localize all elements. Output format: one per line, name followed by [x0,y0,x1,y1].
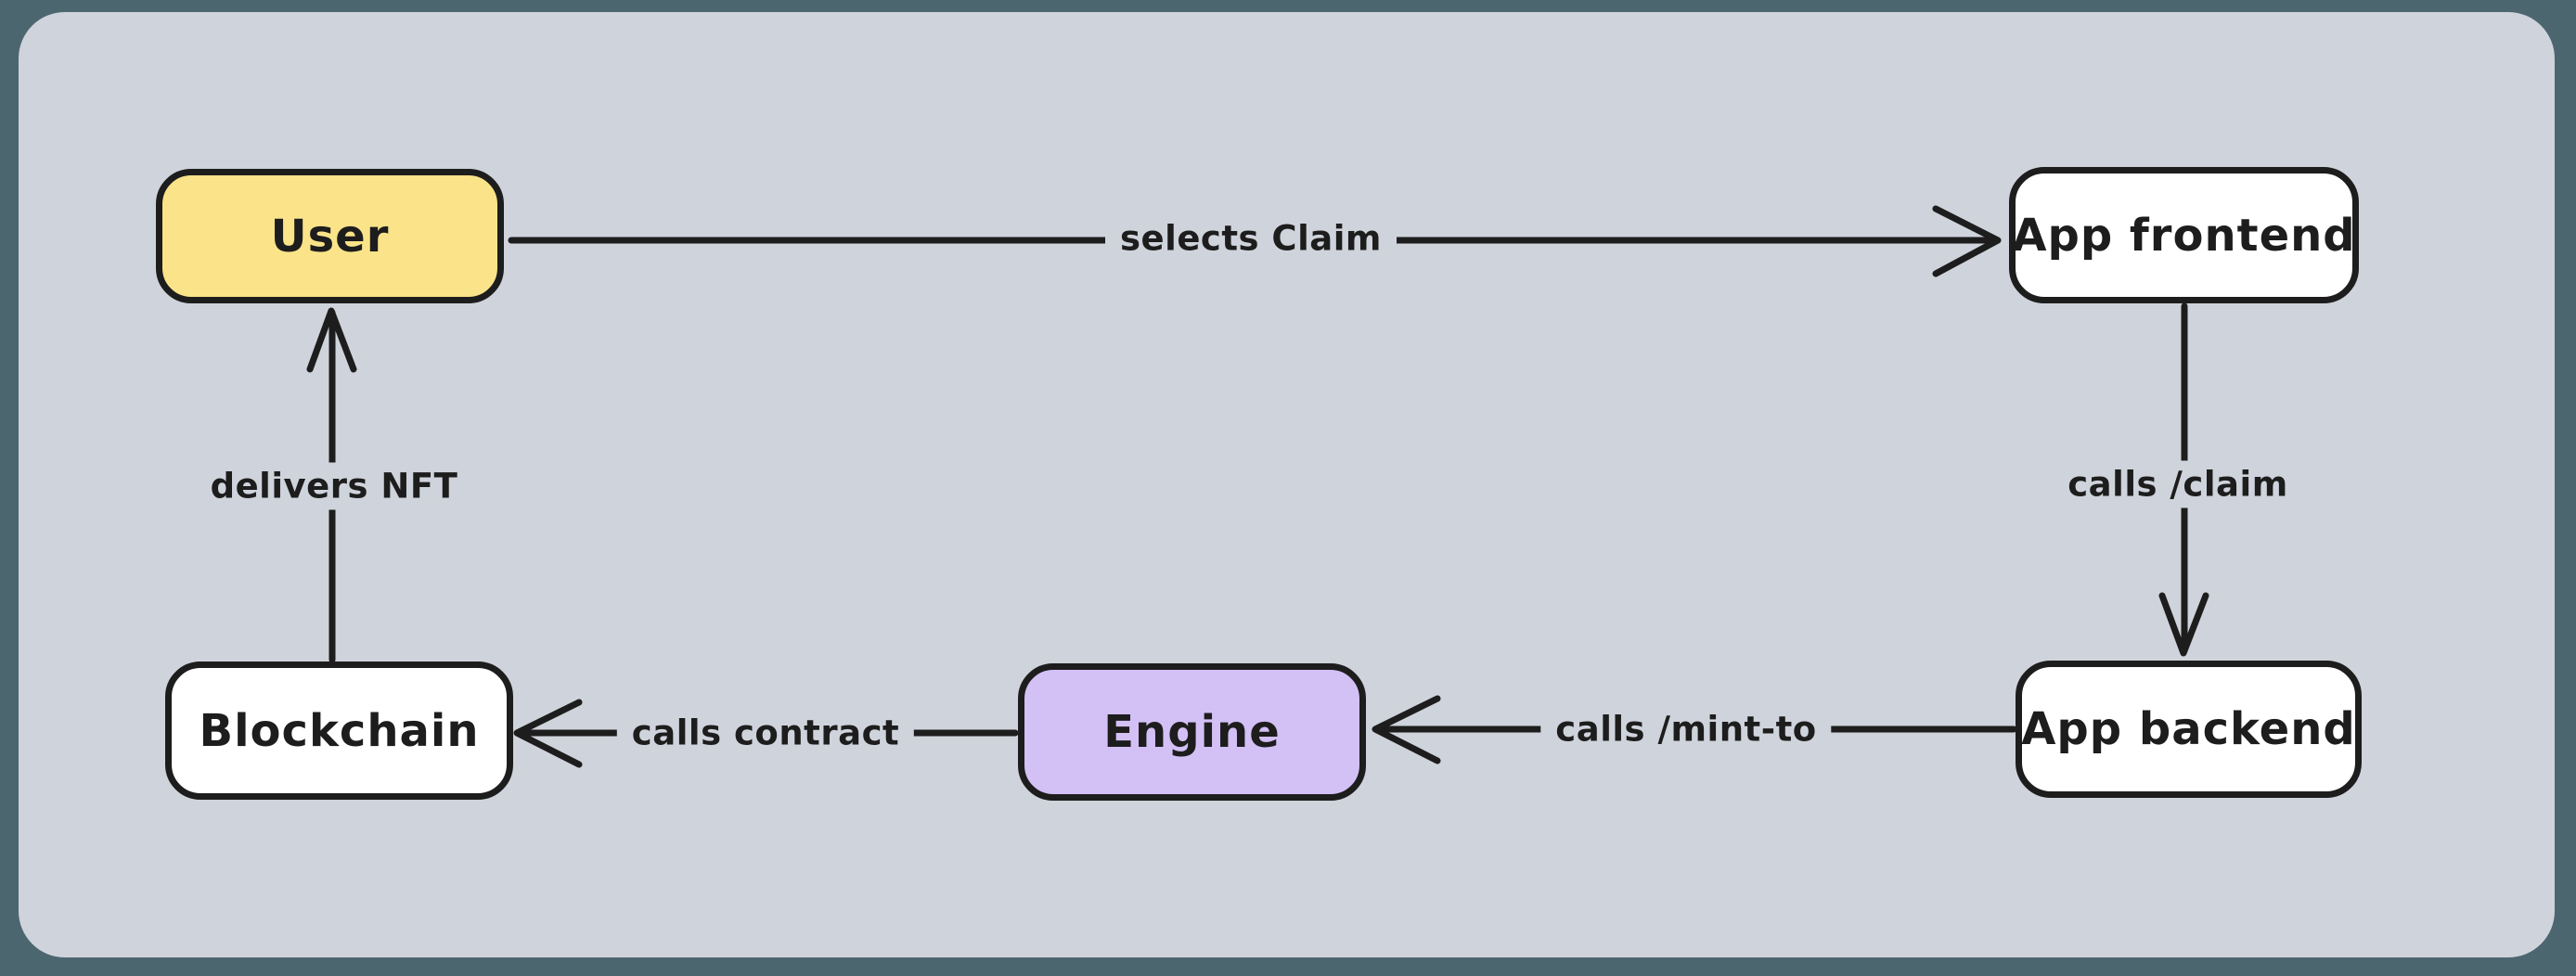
node-app-frontend-label: App frontend [2012,209,2356,262]
edge-label-calls-mint-to[interactable]: calls /mint-to [1540,705,1832,753]
edge-engine-to-blockchain-arrowhead-icon [513,699,583,768]
node-app-backend-label: App backend [2021,703,2356,755]
edge-frontend-to-backend-arrowhead-icon [2158,592,2209,657]
node-app-frontend[interactable]: App frontend [2009,167,2359,303]
edge-label-delivers-nft[interactable]: delivers NFT [195,462,473,510]
edge-label-calls-claim[interactable]: calls /claim [2053,460,2303,508]
edge-backend-to-engine-arrowhead-icon [1372,695,1441,764]
edge-blockchain-to-user-arrowhead-icon [306,307,357,373]
node-blockchain-label: Blockchain [199,704,480,757]
node-user[interactable]: User [156,169,504,303]
node-user-label: User [270,210,390,263]
edge-user-to-frontend-arrowhead-icon [1932,205,2002,277]
node-app-backend[interactable]: App backend [2016,661,2362,798]
node-blockchain[interactable]: Blockchain [165,661,513,800]
node-engine[interactable]: Engine [1018,663,1366,801]
edge-label-selects-claim[interactable]: selects Claim [1105,214,1397,263]
node-engine-label: Engine [1103,706,1281,758]
edge-label-calls-contract[interactable]: calls contract [616,709,915,757]
